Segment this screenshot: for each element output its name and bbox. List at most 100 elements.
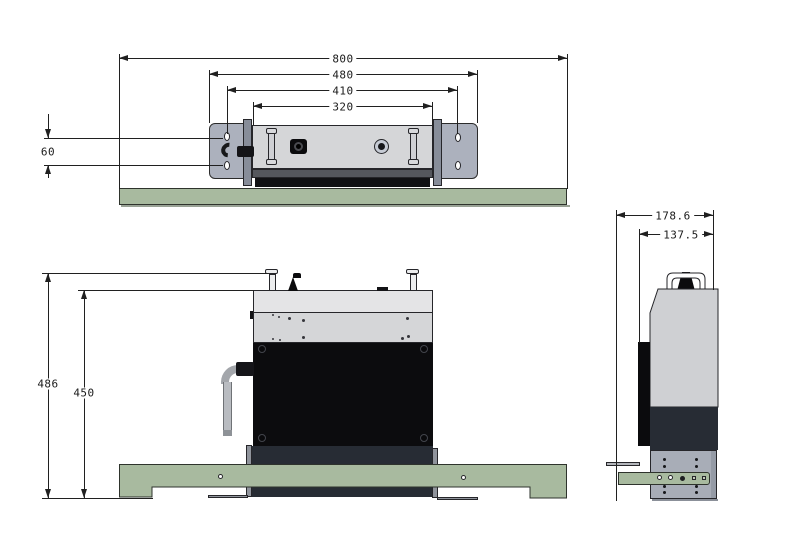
pin-shaft: [268, 133, 275, 160]
corner-screw: [420, 434, 428, 442]
extension-line: [477, 70, 478, 123]
side-black-plate: [638, 342, 650, 446]
side-screw: [695, 465, 698, 468]
screw-dot: [407, 335, 410, 338]
elbow-fitting: [221, 365, 238, 384]
rail-slot: [692, 476, 696, 480]
dim-320-label: 320: [329, 101, 357, 113]
top-view: 800 480 410 320 60: [0, 0, 800, 230]
carry-handle: [666, 272, 706, 292]
dim-60-label: 60: [37, 146, 59, 158]
screw-dot: [272, 314, 274, 316]
base-plate-shadow: [121, 205, 570, 207]
base-rail-front: [119, 464, 567, 499]
bracket-hole: [455, 161, 461, 170]
rail-hole: [461, 475, 466, 480]
side-body: [649, 288, 719, 408]
bracket-hole: [455, 133, 461, 142]
power-connector-pin: [294, 142, 303, 151]
dim-480-label: 480: [329, 69, 357, 81]
corner-screw: [258, 345, 266, 353]
cone-fitting: [288, 277, 298, 291]
dim-arrow: [45, 165, 51, 174]
side-screw: [663, 458, 666, 461]
left-angle-bracket-foot: [208, 495, 248, 498]
dim-arrow: [45, 129, 51, 138]
corner-screw: [258, 434, 266, 442]
side-screw: [695, 485, 698, 488]
screw-dot: [406, 317, 409, 320]
extension-line: [42, 273, 268, 274]
side-front-tab: [606, 462, 640, 466]
drain-tube-tip: [223, 430, 232, 436]
dim-arrow: [704, 212, 713, 218]
extension-line: [567, 54, 568, 189]
side-lower-panel-edge: [711, 451, 716, 498]
extension-line: [639, 229, 640, 343]
screw-dot: [278, 316, 280, 318]
screw-dot: [401, 337, 404, 340]
side-latch-tab: [250, 311, 253, 319]
locating-pin-front: [410, 274, 417, 291]
side-panel-shadow: [652, 499, 718, 501]
front-black-panel: [253, 343, 433, 446]
locating-pin: [266, 128, 277, 165]
rail-hole: [668, 475, 673, 480]
side-navy-panel: [650, 407, 718, 450]
extension-line: [78, 290, 254, 291]
circular-port-center: [378, 143, 385, 150]
extension-line: [227, 86, 228, 134]
locating-pin-front: [265, 269, 278, 274]
rail-hole: [218, 474, 223, 479]
screw-dot: [279, 339, 281, 341]
dim-60-line: [48, 114, 49, 138]
side-view: 178.6 137.5: [600, 200, 800, 533]
dim-arrow: [253, 103, 262, 109]
dim-137-label: 137.5: [660, 229, 702, 241]
dim-arrow: [81, 489, 87, 498]
dim-arrow: [45, 273, 51, 282]
dim-410-label: 410: [329, 85, 357, 97]
base-plate-top: [119, 188, 567, 205]
extension-line: [432, 102, 433, 125]
right-clamp-plate: [433, 119, 442, 186]
screw-dot: [302, 336, 305, 339]
dim-arrow: [423, 103, 432, 109]
dim-arrow: [119, 55, 128, 61]
side-screw: [695, 491, 698, 494]
base-rail-side: [618, 472, 710, 485]
body-black-strip: [255, 178, 430, 187]
elbow-nut: [236, 362, 254, 376]
front-top-panel: [253, 290, 433, 313]
locating-pin-front: [269, 274, 276, 291]
extension-line: [44, 165, 223, 166]
extension-line: [457, 86, 458, 134]
extension-line: [42, 498, 153, 499]
screw-dot: [302, 319, 305, 322]
side-screw: [663, 465, 666, 468]
rail-slot: [702, 476, 706, 480]
bracket-hole: [224, 161, 230, 170]
extension-line: [119, 54, 120, 189]
locating-pin-front: [406, 269, 419, 274]
extension-line: [253, 102, 254, 125]
locating-pin: [408, 128, 419, 165]
dim-arrow: [704, 231, 713, 237]
extension-line: [616, 210, 617, 501]
pin-cap: [266, 159, 277, 165]
dim-arrow: [81, 290, 87, 299]
dim-arrow: [448, 87, 457, 93]
pin-shaft: [410, 133, 417, 160]
drain-tube: [223, 382, 232, 433]
dim-178-label: 178.6: [652, 210, 694, 222]
rail-hole: [657, 475, 662, 480]
dim-arrow: [468, 71, 477, 77]
screw-dot: [288, 317, 291, 320]
cone-fitting-cap: [293, 273, 301, 278]
dim-arrow: [45, 489, 51, 498]
side-screw: [695, 458, 698, 461]
dim-arrow: [558, 55, 567, 61]
side-screw: [663, 491, 666, 494]
extension-line: [44, 138, 223, 139]
